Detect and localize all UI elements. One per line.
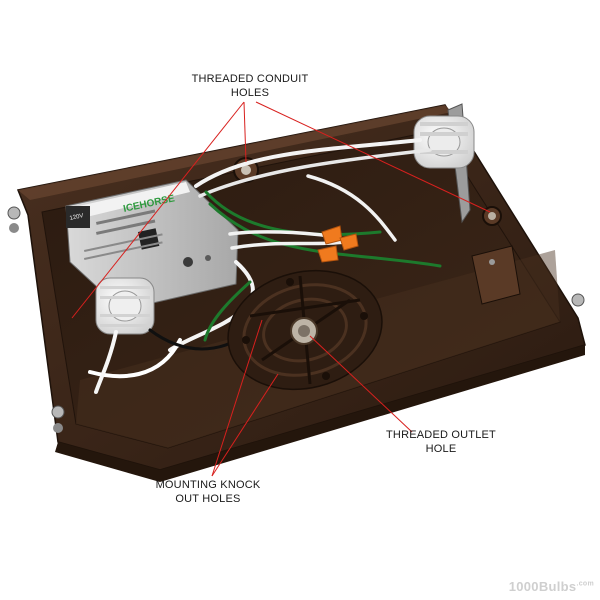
callout-text: THREADED OUTLET xyxy=(386,429,496,441)
callout-threaded-outlet-hole: THREADED OUTLET HOLE xyxy=(376,428,506,456)
watermark-suffix: .com xyxy=(576,580,594,588)
outlet-hole xyxy=(290,317,318,345)
lamp-socket-bracket xyxy=(413,103,475,224)
callout-text: THREADED CONDUIT xyxy=(191,73,309,85)
callout-threaded-conduit-holes: THREADED CONDUIT HOLES xyxy=(180,72,320,100)
lamp-socket-left xyxy=(95,277,155,335)
corner-screws xyxy=(7,206,585,433)
conduit-hole-right xyxy=(482,206,502,226)
watermark-logo: 1000Bulbs.com xyxy=(509,579,594,594)
callout-text: HOLES xyxy=(230,87,270,99)
ballast: 120V ICEHORSE xyxy=(65,179,239,311)
callout-text: OUT HOLES xyxy=(175,493,241,505)
wire-nuts xyxy=(317,225,359,263)
ballast-voltage-label: 120V xyxy=(69,213,84,222)
callout-leader-lines xyxy=(71,101,491,477)
watermark-text: 1000Bulbs xyxy=(508,579,577,594)
callout-text: MOUNTING KNOCK xyxy=(155,479,261,491)
callout-mounting-knockout-holes: MOUNTING KNOCK OUT HOLES xyxy=(146,478,270,506)
side-clamp xyxy=(471,245,521,305)
callout-text: HOLE xyxy=(425,443,457,455)
